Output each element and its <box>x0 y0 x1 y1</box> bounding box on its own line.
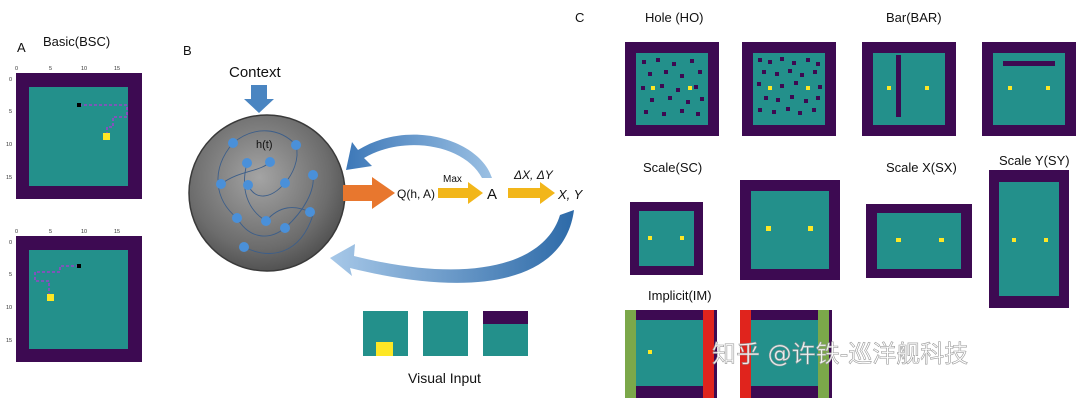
svg-text:10: 10 <box>81 66 87 72</box>
context-label: Context <box>229 64 282 81</box>
max-label: Max <box>443 174 462 185</box>
watermark: 知乎 @许铁-巡洋舰科技 <box>712 340 968 368</box>
panel-a-title: Basic(BSC) <box>43 34 110 49</box>
scale-title: Scale(SC) <box>643 160 702 175</box>
svg-text:15: 15 <box>114 66 120 72</box>
position-feedback-arrow <box>330 210 574 283</box>
action-feedback-arrow <box>346 134 492 178</box>
panel-c-letter: C <box>575 10 584 25</box>
trajectory-path <box>79 104 128 133</box>
svg-text:10: 10 <box>6 142 12 148</box>
scale-x-grid <box>866 204 972 278</box>
scale-y-grid <box>989 170 1069 308</box>
visual-input-thumbnails <box>363 311 528 356</box>
svg-text:0: 0 <box>9 77 12 83</box>
bar-grid-horizontal <box>982 42 1076 136</box>
q-value-label: Q(h, A) <box>397 187 435 201</box>
hidden-state-label: h(t) <box>256 139 273 151</box>
goal-marker <box>47 294 54 301</box>
svg-text:10: 10 <box>81 229 87 235</box>
bar-grid-vertical <box>862 42 956 136</box>
hole-title: Hole (HO) <box>645 10 704 25</box>
scale-grid-small <box>630 202 703 275</box>
bar-title: Bar(BAR) <box>886 10 942 25</box>
trajectory-path <box>34 265 79 294</box>
svg-text:15: 15 <box>6 175 12 181</box>
agent-marker <box>77 264 81 268</box>
axis-ticks: 0 5 10 15 0 5 10 15 <box>6 66 120 181</box>
agent-marker <box>77 103 81 107</box>
scale-x-title: Scale X(SX) <box>886 160 957 175</box>
svg-text:5: 5 <box>9 109 12 115</box>
implicit-grid-1 <box>625 310 717 398</box>
output-arrow <box>343 177 395 209</box>
scale-y-title: Scale Y(SY) <box>999 153 1070 168</box>
svg-text:5: 5 <box>49 66 52 72</box>
basic-grid-bottom: 0 5 10 15 0 5 10 15 <box>6 229 142 362</box>
svg-text:10: 10 <box>6 305 12 311</box>
implicit-grid-2 <box>740 310 832 398</box>
hole-grid-1 <box>625 42 719 136</box>
network-neurons <box>216 138 318 252</box>
visual-input-label: Visual Input <box>408 370 481 386</box>
svg-text:0: 0 <box>15 66 18 72</box>
delta-label: ΔX, ΔY <box>513 168 554 182</box>
hole-grid-2 <box>742 42 836 136</box>
svg-text:0: 0 <box>9 240 12 246</box>
goal-marker <box>103 133 110 140</box>
svg-text:5: 5 <box>49 229 52 235</box>
svg-text:5: 5 <box>9 272 12 278</box>
max-arrow <box>438 182 483 204</box>
svg-text:0: 0 <box>15 229 18 235</box>
position-label: X, Y <box>557 187 584 202</box>
context-arrow <box>244 85 274 113</box>
axis-ticks: 0 5 10 15 0 5 10 15 <box>6 229 120 344</box>
scale-grid-large <box>740 180 840 280</box>
panel-b-letter: B <box>183 43 192 58</box>
action-label: A <box>487 186 497 203</box>
svg-text:15: 15 <box>114 229 120 235</box>
implicit-title: Implicit(IM) <box>648 288 712 303</box>
delta-arrow <box>508 182 555 204</box>
panel-a-letter: A <box>17 40 26 55</box>
svg-text:15: 15 <box>6 338 12 344</box>
basic-grid-top: 0 5 10 15 0 5 10 15 <box>6 66 142 199</box>
